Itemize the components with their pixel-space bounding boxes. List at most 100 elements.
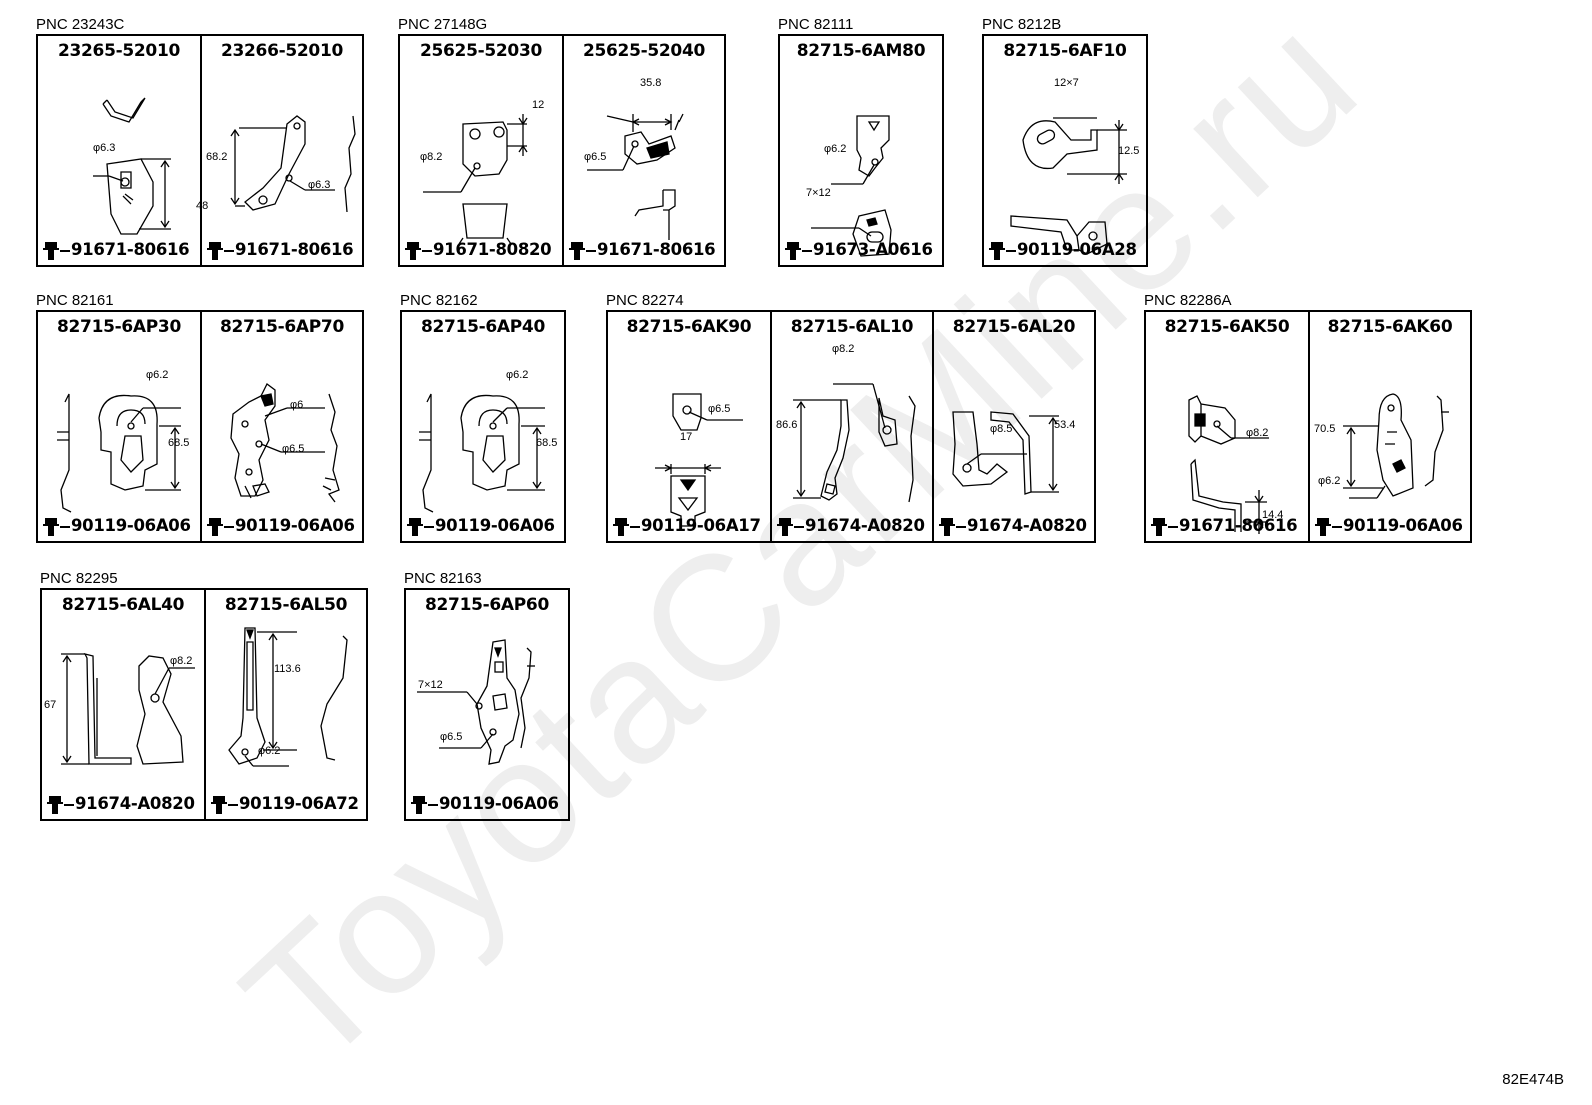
dim-label: φ6.2	[146, 369, 168, 381]
dim-annotations: φ6.2 7×12	[806, 143, 846, 199]
dim-label: φ6.5	[708, 403, 730, 415]
pnc-label: PNC 82111	[778, 16, 854, 33]
bolt-callout[interactable]: 90119-06A06	[1314, 516, 1472, 536]
dim-label: 7×12	[806, 187, 831, 199]
dim-annotations: 7×12 φ6.5	[418, 679, 462, 743]
leader-line	[1332, 526, 1342, 528]
dim-label: φ8.2	[832, 343, 854, 355]
bolt-callout[interactable]: 90119-06A06	[42, 516, 200, 536]
bolt-callout[interactable]: 91674-A0820	[938, 516, 1096, 536]
bolt-callout[interactable]: 90119-06A06	[406, 516, 564, 536]
part-cell[interactable]: 82715-6AP60 7×12 φ6.5	[406, 590, 568, 819]
part-cell[interactable]: 82715-6AL10 φ8.2 86.6	[769, 312, 934, 541]
dim-label: 68.5	[536, 437, 557, 449]
bolt-callout[interactable]: 90119-06A28	[988, 240, 1146, 260]
bolt-number: 91671-80616	[71, 240, 190, 259]
leader-line	[630, 526, 640, 528]
part-number: 82715-6AL50	[224, 595, 348, 615]
pnc-label: PNC 82295	[40, 570, 118, 587]
bracket-sketch	[230, 383, 340, 503]
bolt-callout[interactable]: 91671-80616	[206, 240, 364, 260]
bolt-icon	[207, 518, 223, 536]
part-cell[interactable]: 25625-52030 12 φ8.2	[400, 36, 562, 265]
dim-annotations: φ6.2 68.5	[146, 369, 189, 449]
leader-line	[1006, 250, 1016, 252]
bolt-callout[interactable]: 90119-06A06	[410, 794, 568, 814]
bolt-callout[interactable]: 90119-06A17	[612, 516, 770, 536]
part-cell[interactable]: 23266-52010 68.2 φ6.3	[200, 36, 362, 265]
bolt-icon	[211, 796, 227, 814]
bracket-sketch	[1188, 395, 1269, 534]
dim-annotations: φ6.2 68.5	[506, 369, 557, 449]
part-cell[interactable]: 82715-6AL50 113.6 φ6.2	[204, 590, 366, 819]
bolt-callout[interactable]: 91674-A0820	[776, 516, 934, 536]
part-cell[interactable]: 82715-6AL20 53.4 φ8.5	[931, 312, 1096, 541]
part-cell[interactable]: 82715-6AP40 φ6.2 68.5	[402, 312, 564, 541]
bracket-sketch	[93, 97, 171, 235]
part-cell[interactable]: 82715-6AK50 φ8.2 14.4	[1146, 312, 1308, 541]
part-cell[interactable]: 82715-6AM80 φ6.2 7×12	[780, 36, 942, 265]
bolt-callout[interactable]: 91673-A0616	[784, 240, 942, 260]
parts-frame: 82715-6AK90 φ6.5 17	[606, 310, 1096, 543]
leader-line	[60, 526, 70, 528]
bracket-sketch	[228, 627, 348, 767]
bolt-callout[interactable]: 90119-06A72	[210, 794, 368, 814]
bolt-icon	[1151, 518, 1167, 536]
part-cell[interactable]: 25625-52040 35.8 φ6.5	[562, 36, 724, 265]
part-number: 82715-6AM80	[796, 41, 926, 61]
bolt-number: 91671-80616	[235, 240, 354, 259]
part-cell[interactable]: 82715-6AK90 φ6.5 17	[608, 312, 770, 541]
part-number: 82715-6AK60	[1327, 317, 1453, 337]
leader-line	[60, 250, 70, 252]
bolt-icon	[405, 242, 421, 260]
dim-label: 86.6	[776, 419, 797, 431]
dim-label: φ6.5	[282, 443, 304, 455]
bolt-number: 91673-A0616	[813, 240, 933, 259]
part-cell[interactable]: 82715-6AP30 φ6.2 68.5	[38, 312, 200, 541]
dim-label: 17	[680, 431, 692, 443]
part-number: 82715-6AL40	[61, 595, 185, 615]
bracket-sketch	[419, 393, 545, 513]
leader-line	[802, 250, 812, 252]
part-cell[interactable]: 82715-6AF10 12×7 12.5	[984, 36, 1146, 265]
pnc-label: PNC 27148G	[398, 16, 488, 33]
part-cell[interactable]: 82715-6AL40 67 φ8.2	[42, 590, 204, 819]
bolt-icon	[407, 518, 423, 536]
dim-label: φ6.3	[93, 142, 115, 154]
pnc-label: PNC 82163	[404, 570, 482, 587]
dim-annotations: 53.4 φ8.5	[990, 419, 1075, 435]
bracket-sketch	[587, 113, 684, 240]
dim-label: φ6.5	[584, 151, 606, 163]
pnc-label: PNC 82286A	[1144, 292, 1232, 309]
leader-line	[955, 526, 966, 528]
dim-label: φ8.2	[420, 151, 442, 163]
pnc-label: PNC 82162	[400, 292, 478, 309]
bolt-callout[interactable]: 91671-80616	[42, 240, 200, 260]
part-cell[interactable]: 23265-52010 φ6.3 48	[38, 36, 208, 265]
bolt-callout[interactable]: 90119-06A06	[206, 516, 364, 536]
bolt-number: 90119-06A06	[435, 516, 555, 535]
pnc-label: PNC 82161	[36, 292, 114, 309]
bolt-number: 91671-80820	[433, 240, 552, 259]
part-number: 82715-6AP60	[424, 595, 549, 615]
bolt-callout[interactable]: 91671-80616	[568, 240, 726, 260]
bolt-number: 90119-06A06	[235, 516, 355, 535]
bracket-sketch	[1343, 393, 1449, 499]
bolt-number: 91671-80616	[1179, 516, 1298, 535]
bolt-icon	[1315, 518, 1331, 536]
part-cell[interactable]: 82715-6AP70 φ6 φ6.5	[200, 312, 362, 541]
bolt-icon	[207, 242, 223, 260]
part-number: 25625-52040	[582, 41, 706, 61]
bracket-sketch	[230, 115, 356, 213]
dim-label: φ6.2	[824, 143, 846, 155]
dim-label: φ6	[290, 399, 303, 411]
dim-annotations: 12×7 12.5	[1054, 77, 1139, 157]
bolt-callout[interactable]: 91671-80820	[404, 240, 562, 260]
bolt-callout[interactable]: 91671-80616	[1150, 516, 1308, 536]
bolt-callout[interactable]: 91674-A0820	[46, 794, 204, 814]
part-cell[interactable]: 82715-6AK60 70.5 φ6.2	[1308, 312, 1470, 541]
part-number: 82715-6AK50	[1164, 317, 1290, 337]
dim-label: φ8.2	[170, 655, 192, 667]
bolt-number: 91671-80616	[597, 240, 716, 259]
dim-label: 68.5	[168, 437, 189, 449]
